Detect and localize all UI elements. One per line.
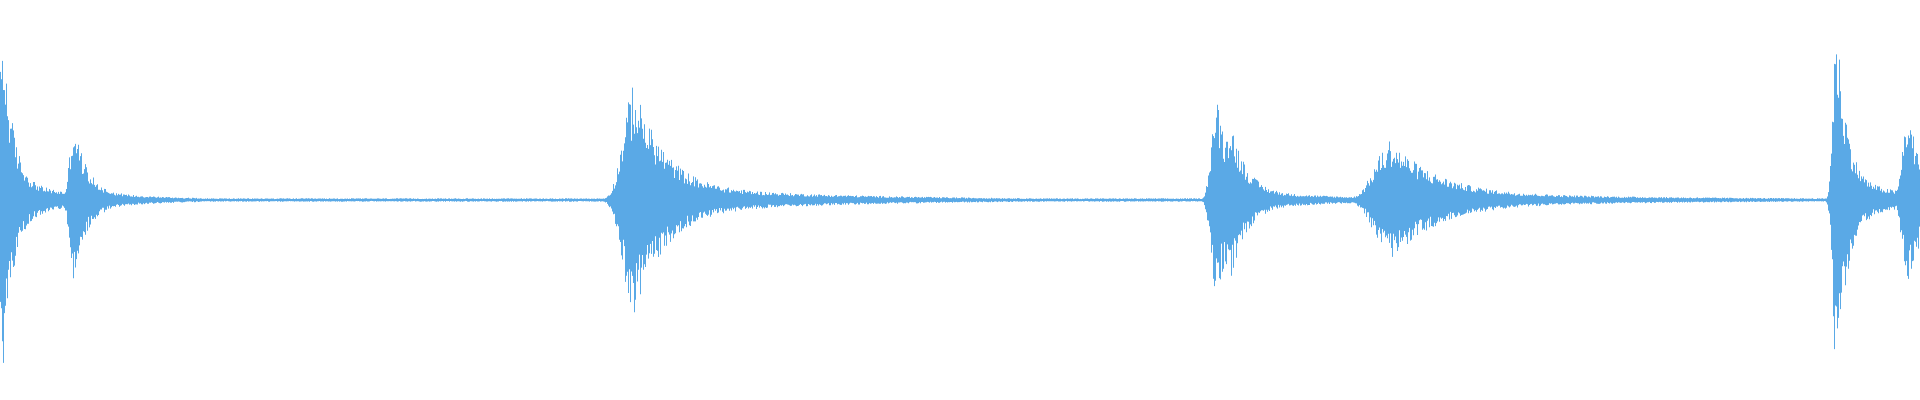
waveform-samples xyxy=(0,54,1920,363)
waveform-trace xyxy=(0,54,1920,363)
